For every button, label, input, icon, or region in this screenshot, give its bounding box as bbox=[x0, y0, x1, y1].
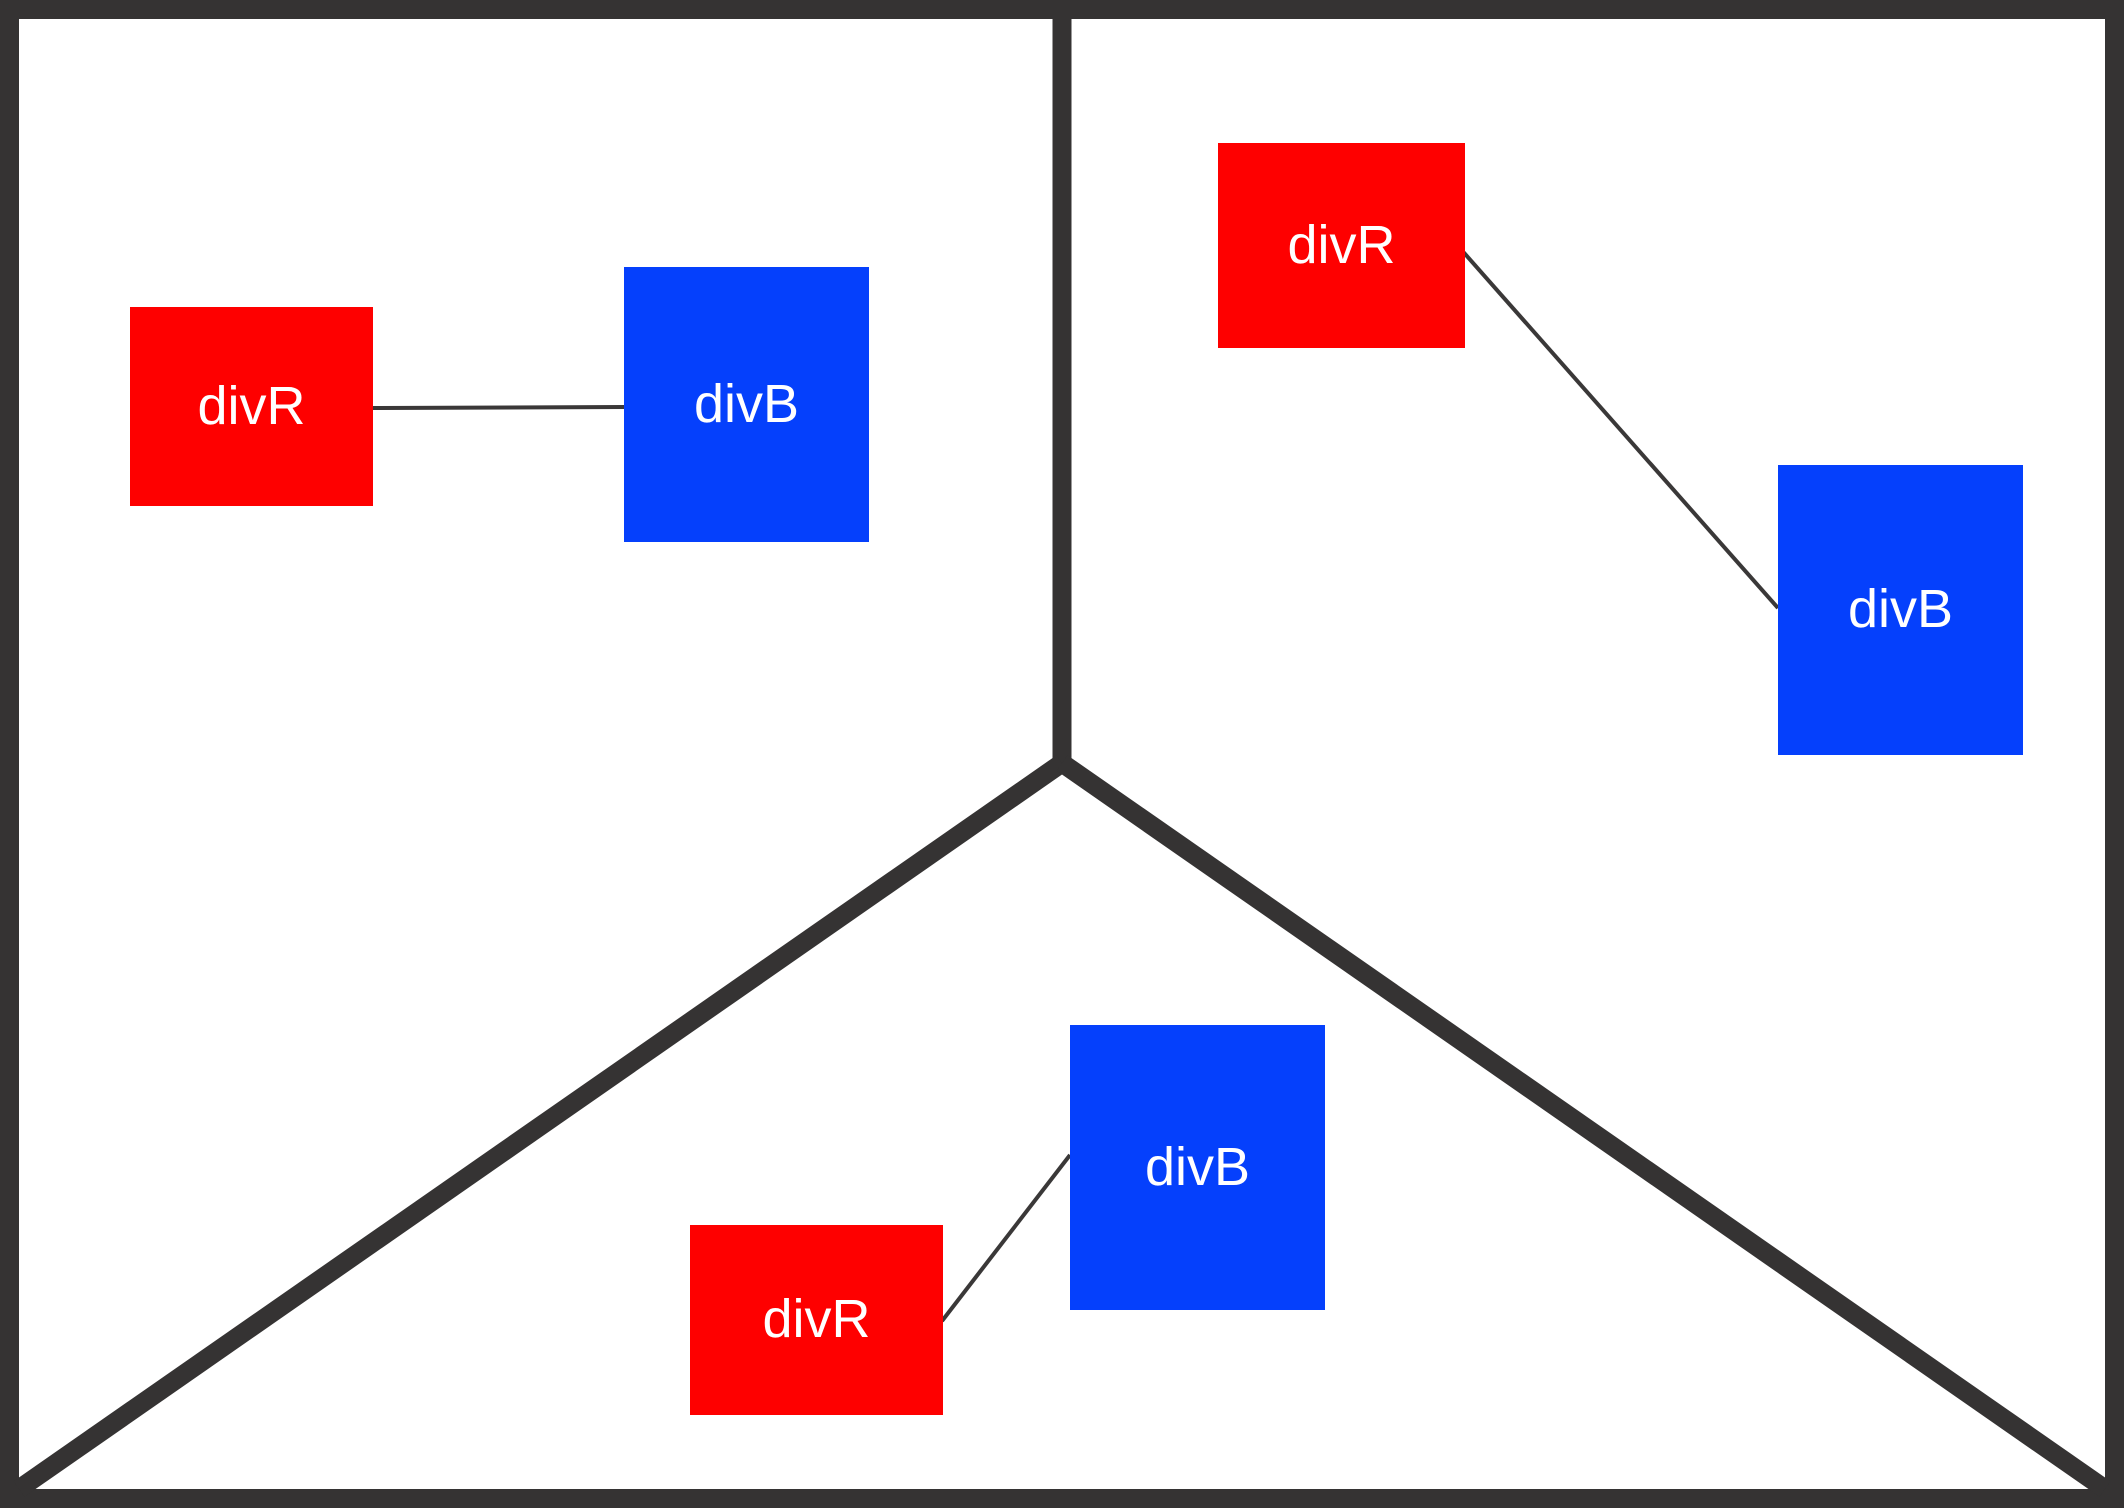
node-divb-bottom[interactable]: divB bbox=[1070, 1025, 1325, 1310]
node-divb-top-left[interactable]: divB bbox=[624, 267, 869, 542]
node-label: divR bbox=[762, 1289, 871, 1349]
node-label: divR bbox=[1287, 214, 1396, 275]
node-label: divB bbox=[693, 373, 800, 434]
node-label: divB bbox=[1847, 579, 1954, 639]
connector-top-right bbox=[1456, 244, 1780, 610]
node-divb-top-right[interactable]: divB bbox=[1778, 465, 2023, 755]
node-divr-top-left[interactable]: divR bbox=[130, 307, 373, 506]
node-label: divR bbox=[197, 375, 306, 436]
connector-top-left bbox=[372, 405, 625, 410]
diagonal-divider-right bbox=[1056, 755, 2111, 1497]
diagonal-divider-left bbox=[13, 755, 1068, 1497]
connector-bottom bbox=[940, 1153, 1072, 1323]
node-label: divB bbox=[1144, 1136, 1251, 1197]
node-divr-bottom[interactable]: divR bbox=[690, 1225, 943, 1415]
node-divr-top-right[interactable]: divR bbox=[1218, 143, 1465, 348]
